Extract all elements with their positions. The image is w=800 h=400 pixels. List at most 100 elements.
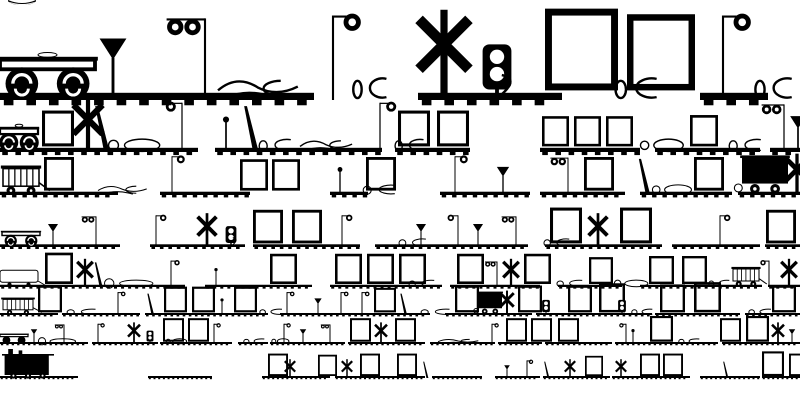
track-glyph [150,244,245,249]
track-glyph [0,147,198,156]
lampball-glyph [337,167,343,195]
cloud-glyph [754,77,792,100]
cloud-glyph [678,338,700,345]
square-glyph [271,159,300,191]
crossbuck-glyph [564,359,576,378]
square-glyph [605,116,633,147]
track-glyph [238,342,268,346]
lamp2-glyph [54,324,65,344]
lamp-glyph [283,323,291,344]
funnel-glyph [415,223,427,247]
square-glyph [598,283,625,313]
track-glyph [348,342,425,346]
cloud-glyph [259,308,283,315]
specimen-row-2 [0,99,800,156]
lamp-glyph [286,291,295,315]
track-glyph [330,191,368,198]
square-glyph [650,315,674,342]
bigcloud-glyph [107,138,161,153]
loco-glyph [2,349,54,379]
bigcloud-glyph [651,184,693,196]
gate-glyph [638,158,651,195]
crossbuck-glyph [374,322,388,344]
square-glyph [397,353,418,376]
track-glyph [498,342,542,346]
track-glyph [545,244,662,249]
cloud-glyph [352,77,387,100]
track-glyph [738,191,800,198]
signal-glyph [618,299,626,315]
caboose-glyph [731,266,768,287]
square-glyph [690,115,719,147]
lamp-glyph [170,260,180,287]
square-glyph [649,256,674,284]
boxcar-glyph [733,155,790,194]
square-glyph [394,318,416,342]
square-glyph [191,286,215,313]
lamp-glyph [760,260,770,287]
crossbuck-glyph [76,258,94,287]
track-glyph [700,376,760,380]
square-glyph [626,14,695,91]
square-glyph [765,209,796,244]
bigcloud-glyph [639,138,684,153]
cloud-glyph [362,184,395,195]
square-glyph [240,159,269,191]
track-glyph [0,92,314,106]
track-glyph [700,92,768,106]
square-glyph [45,252,74,285]
square-glyph [317,354,337,376]
crossbuck-glyph [341,359,353,378]
square-glyph [589,257,614,285]
square-glyph [568,285,593,313]
track-glyph [0,313,58,317]
funnel-glyph [47,223,59,247]
lamp-glyph [97,323,105,344]
track-glyph [375,244,528,249]
square-glyph [550,207,583,244]
track-glyph [612,376,690,380]
funnel-glyph [496,166,510,195]
crossbuck-glyph [615,359,627,378]
crossbuck-glyph [771,322,785,344]
gate-glyph [94,262,103,287]
track-glyph [253,244,360,249]
square-glyph [530,318,552,342]
square-glyph [42,110,74,147]
cloud-glyph [748,308,772,315]
crossbuck-glyph [587,213,609,247]
track-glyph [262,376,330,380]
square-glyph [523,253,551,284]
square-glyph [640,353,661,376]
specimen-row-6 [0,282,800,317]
funnel-glyph [314,298,322,315]
square-glyph [663,353,684,376]
cloud-glyph [543,238,570,247]
lamp-glyph [619,323,627,344]
track-glyph [148,376,212,380]
lampball-glyph [214,267,218,287]
crossbuck-glyph [196,213,218,247]
track-glyph [418,92,562,106]
caboose-glyph [1,297,43,315]
track-glyph [445,313,532,317]
specimen-row-1 [0,0,792,106]
track-glyph [0,376,78,380]
track-glyph [495,376,540,380]
square-glyph [518,285,543,313]
crossbuck-glyph [783,153,800,195]
square-glyph [693,282,721,313]
specimen-row-8 [0,349,800,380]
gate-glyph [723,361,729,378]
lamp-glyph [171,155,185,195]
square-glyph [455,285,480,313]
squiggle-glyph [217,79,299,100]
track-glyph [280,313,430,317]
lamp2-glyph [166,18,207,100]
lamp2-glyph [501,216,517,247]
track-glyph [0,244,120,249]
squiggle-glyph [437,338,479,345]
lamp2-glyph [761,104,785,152]
